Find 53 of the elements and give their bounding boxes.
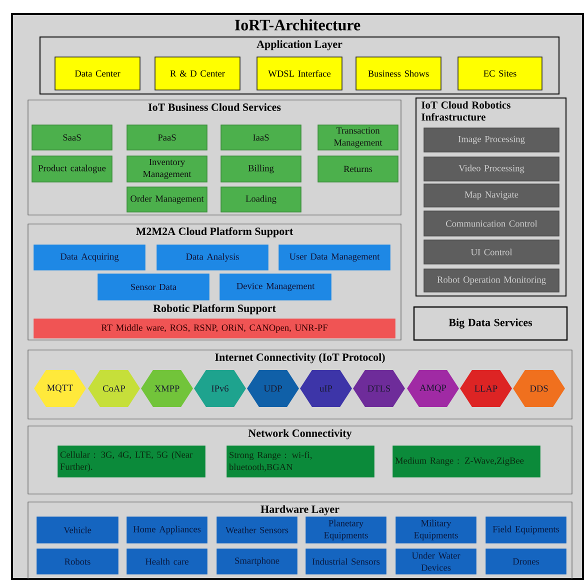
component-box: Drones xyxy=(486,548,566,574)
component-box: Image Processing xyxy=(424,128,560,152)
protocol-hexagon: XMPP xyxy=(141,370,193,407)
protocol-hexagon: DDS xyxy=(513,370,565,407)
component-box: Inventory Management xyxy=(126,156,208,182)
component-box: Product catalogue xyxy=(32,156,112,182)
component-box: SaaS xyxy=(32,124,112,150)
component-box: Returns xyxy=(318,156,398,182)
component-box: Transaction Management xyxy=(318,124,398,150)
component-box: Military Equipments xyxy=(396,516,476,544)
component-box: R & D Center xyxy=(154,56,240,90)
protocol-hexagon: uIP xyxy=(300,370,352,407)
component-box: Billing xyxy=(220,156,302,182)
component-box: WDSL Interface xyxy=(256,56,342,90)
protocol-hexagon: UDP xyxy=(247,370,299,407)
component-box: Industrial Sensors xyxy=(306,548,386,574)
component-box: Medium Range : Z-Wave,ZigBee xyxy=(392,446,540,478)
component-box: IaaS xyxy=(220,124,302,150)
component-box: Map Navigate xyxy=(424,184,560,208)
component-box: User Data Management xyxy=(278,244,390,270)
component-box: Data Acquiring xyxy=(34,244,146,270)
protocol-hexagon: CoAP xyxy=(88,370,140,407)
component-box: Weather Sensors xyxy=(216,516,298,544)
component-box: Order Management xyxy=(126,186,208,212)
component-box: Health care xyxy=(126,548,208,574)
protocol-hexagon: AMQP xyxy=(407,370,459,407)
service-box: Big Data Services xyxy=(413,306,568,341)
component-box: Vehicle xyxy=(36,516,118,544)
component-box: UI Control xyxy=(424,240,560,264)
component-box: Robots xyxy=(36,548,118,574)
component-box: Field Equipments xyxy=(486,516,566,544)
component-box: Under Water Devices xyxy=(396,548,476,574)
protocol-hexagon: LLAP xyxy=(460,370,512,407)
component-box: Strong Range : wi-fi, bluetooth,BGAN xyxy=(226,446,374,478)
component-box: Robot Operation Monitoring xyxy=(424,268,560,292)
component-box: Sensor Data xyxy=(98,274,210,300)
component-box: Video Processing xyxy=(424,156,560,182)
component-box: Data Center xyxy=(54,56,140,90)
component-box: Cellular : 3G, 4G, LTE, 5G (Near Further). xyxy=(58,446,206,478)
component-box: Planetary Equipments xyxy=(306,516,386,544)
component-box: Home Appliances xyxy=(126,516,208,544)
component-box: PaaS xyxy=(126,124,208,150)
component-box: Business Shows xyxy=(356,56,442,90)
component-box: Loading xyxy=(220,186,302,212)
component-box: Device Management xyxy=(220,274,332,300)
protocol-hexagon: MQTT xyxy=(34,370,86,407)
component-box: Smartphone xyxy=(216,548,298,574)
component-box: EC Sites xyxy=(458,56,542,90)
component-box: Communication Control xyxy=(424,210,560,236)
protocol-hexagon: DTLS xyxy=(353,370,405,407)
component-box: Data Analysis xyxy=(156,244,268,270)
protocol-hexagon: IPv6 xyxy=(194,370,246,407)
component-box: RT Middle ware, ROS, RSNP, ORiN, CANOpen, UNR-PF xyxy=(34,318,396,338)
